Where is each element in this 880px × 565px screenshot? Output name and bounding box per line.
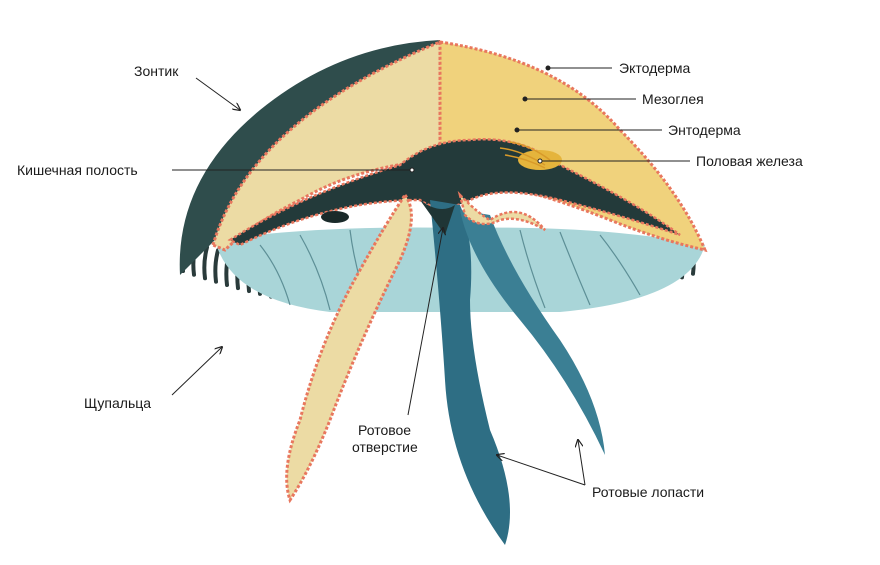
leader-lines [171, 65, 690, 486]
mesoglea-right [438, 40, 708, 253]
label-oral-arms: Ротовые лопасти [592, 484, 705, 500]
tentacle [202, 245, 209, 281]
mouth-opening [420, 200, 455, 235]
label-endoderm: Энтодерма [668, 122, 741, 138]
label-mouth-line2: отверстие [352, 439, 418, 455]
label-gonad: Половая железа [696, 153, 803, 169]
oral-arm-right-beige [457, 190, 546, 232]
oral-arm-left [285, 192, 413, 504]
label-gastric-cavity: Кишечная полость [17, 162, 138, 178]
label-mesoglea: Мезоглея [642, 91, 704, 107]
tentacle [213, 248, 220, 284]
label-ectoderm: Эктодерма [619, 60, 691, 76]
oral-arm-center [430, 200, 510, 545]
label-umbrella: Зонтик [134, 63, 179, 79]
label-mouth-line1: Ротовое [358, 422, 412, 438]
label-tentacles: Щупальца [84, 395, 152, 411]
gastric-pouch [321, 211, 349, 223]
oral-arm-right [460, 210, 605, 455]
